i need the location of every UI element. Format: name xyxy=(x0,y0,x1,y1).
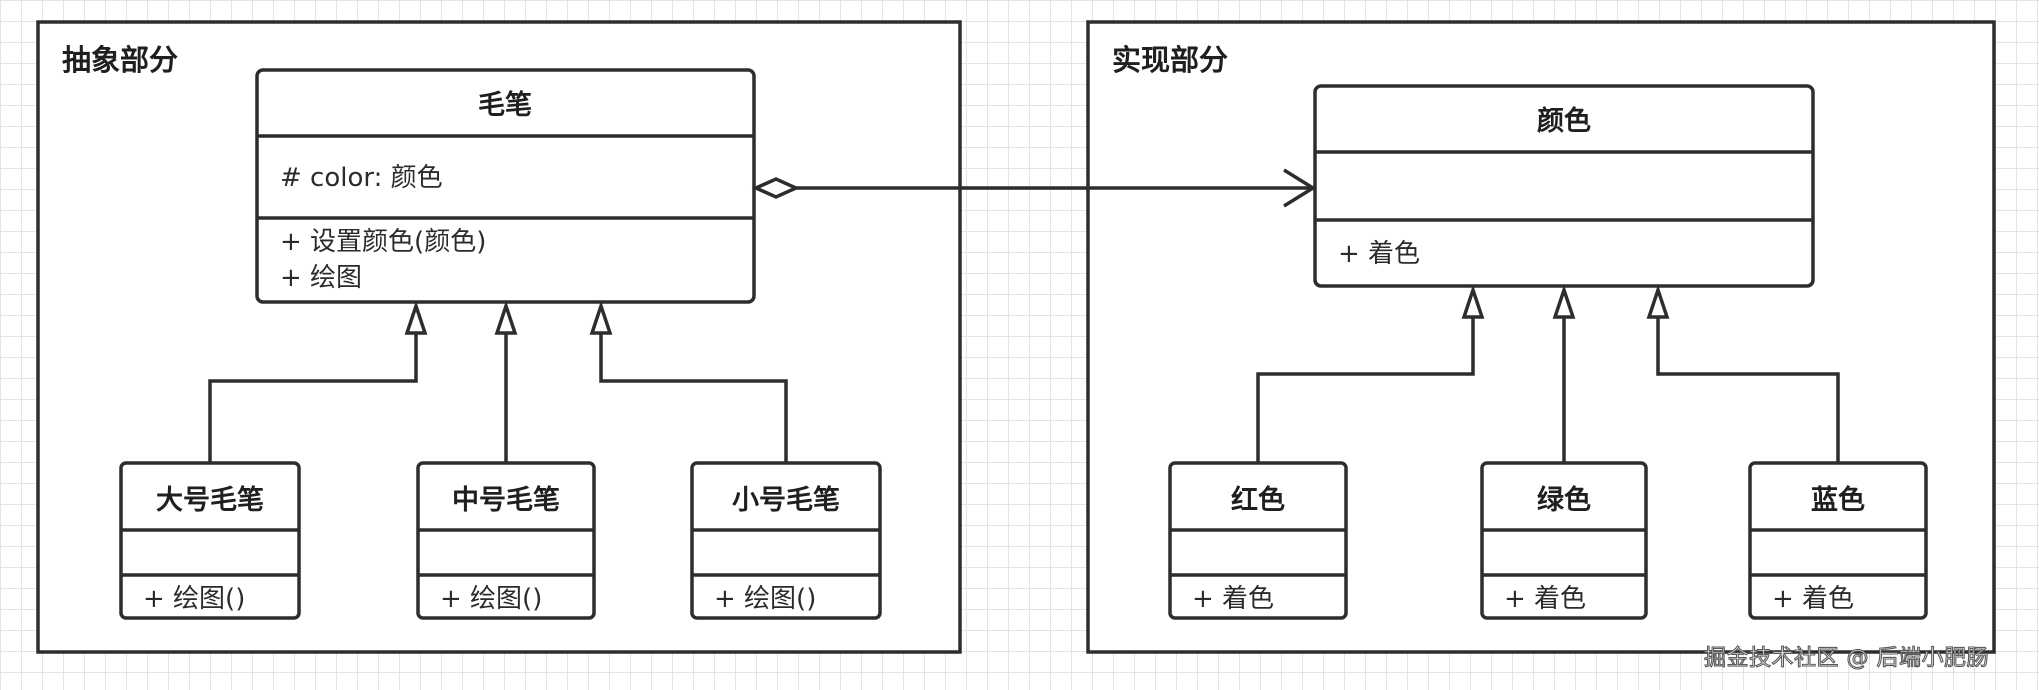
inheritance-small-brush xyxy=(589,300,788,463)
class-color-method: + 着色 xyxy=(1338,239,1420,269)
inheritance-medium-brush xyxy=(494,300,518,463)
inheritance-large-brush-line xyxy=(208,333,418,463)
class-brush-attribute: # color: 颜色 xyxy=(280,163,443,193)
class-brush-method: + 绘图 xyxy=(280,263,362,293)
class-green[interactable]: 绿色 + 着色 xyxy=(1480,461,1648,620)
aggregation-brush-color xyxy=(751,168,1317,208)
class-small-brush-method: + 绘图() xyxy=(714,584,816,614)
inheritance-red-head xyxy=(1461,284,1485,319)
class-small-brush[interactable]: 小号毛笔 + 绘图() xyxy=(690,461,882,620)
abstraction-frame-title: 抽象部分 xyxy=(62,43,178,77)
class-large-brush-name: 大号毛笔 xyxy=(156,484,264,516)
inheritance-medium-brush-head xyxy=(494,300,518,335)
class-blue[interactable]: 蓝色 + 着色 xyxy=(1748,461,1928,620)
class-medium-brush[interactable]: 中号毛笔 + 绘图() xyxy=(416,461,596,620)
class-green-name: 绿色 xyxy=(1537,484,1591,516)
class-red-name: 红色 xyxy=(1231,484,1285,516)
watermark: 掘金技术社区 @ 后端小肥肠 xyxy=(1703,645,1989,671)
class-blue-method: + 着色 xyxy=(1772,584,1854,614)
class-blue-name: 蓝色 xyxy=(1811,484,1865,516)
inheritance-large-brush-head xyxy=(404,300,428,335)
inheritance-green-head xyxy=(1552,284,1576,319)
class-color-name: 颜色 xyxy=(1537,105,1591,137)
inheritance-blue-line xyxy=(1656,317,1840,463)
class-green-method: + 着色 xyxy=(1504,584,1586,614)
aggregation-arrowhead xyxy=(1283,168,1317,208)
inheritance-small-brush-line xyxy=(599,333,788,463)
aggregation-diamond xyxy=(751,177,801,199)
implementation-frame-title: 实现部分 xyxy=(1112,43,1228,77)
inheritance-small-brush-head xyxy=(589,300,613,335)
inheritance-blue xyxy=(1646,284,1840,463)
class-red[interactable]: 红色 + 着色 xyxy=(1168,461,1348,620)
class-medium-brush-method: + 绘图() xyxy=(440,584,542,614)
class-red-method: + 着色 xyxy=(1192,584,1274,614)
class-large-brush[interactable]: 大号毛笔 + 绘图() xyxy=(119,461,301,620)
class-brush-name: 毛笔 xyxy=(478,89,532,121)
class-large-brush-method: + 绘图() xyxy=(143,584,245,614)
inheritance-large-brush xyxy=(208,300,428,463)
class-brush[interactable]: 毛笔 # color: 颜色 + 设置颜色(颜色) + 绘图 xyxy=(255,68,756,304)
inheritance-blue-head xyxy=(1646,284,1670,319)
inheritance-green xyxy=(1552,284,1576,463)
class-small-brush-name: 小号毛笔 xyxy=(732,484,840,516)
class-medium-brush-name: 中号毛笔 xyxy=(452,484,560,516)
inheritance-red xyxy=(1256,284,1485,463)
class-color[interactable]: 颜色 + 着色 xyxy=(1313,84,1815,288)
class-brush-method: + 设置颜色(颜色) xyxy=(280,227,486,257)
inheritance-red-line xyxy=(1256,317,1475,463)
